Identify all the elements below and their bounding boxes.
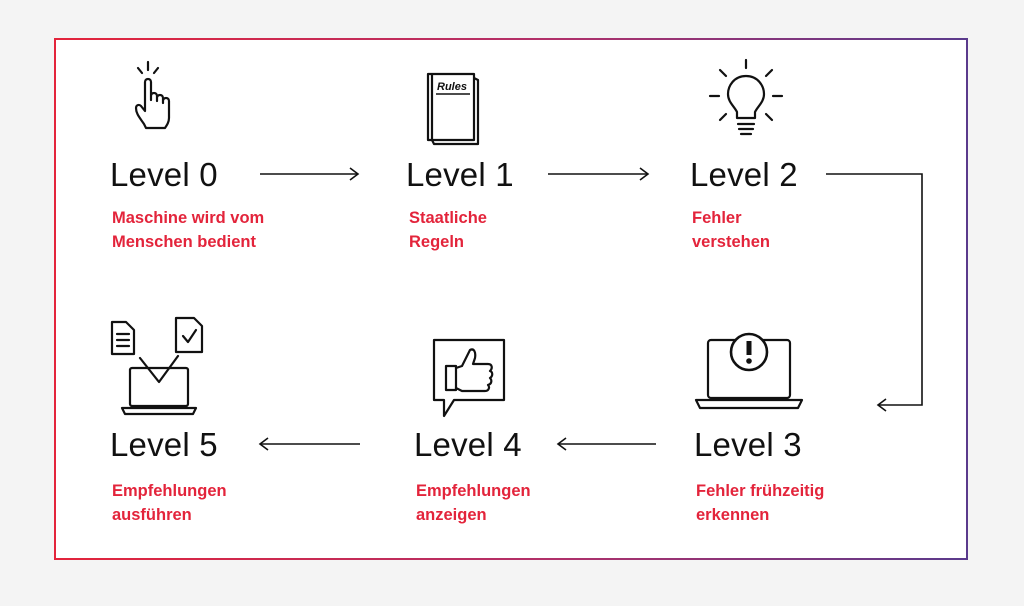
arrow-level3-to-level4 bbox=[556, 437, 656, 451]
level-2-description: Fehler verstehen bbox=[692, 206, 770, 254]
level-1-desc-line1: Staatliche bbox=[409, 209, 487, 227]
lightbulb-icon bbox=[708, 58, 784, 136]
level-0-desc-line1: Maschine wird vom bbox=[112, 209, 265, 227]
level-4-description: Empfehlungen anzeigen bbox=[416, 479, 531, 527]
laptop-documents-icon bbox=[110, 316, 204, 416]
level-4-desc-line2: anzeigen bbox=[416, 506, 487, 524]
rules-book-label: Rules bbox=[437, 81, 467, 93]
arrow-level1-to-level2 bbox=[548, 167, 650, 181]
level-5-desc-line1: Empfehlungen bbox=[112, 482, 227, 500]
level-0-description: Maschine wird vom Menschen bedient bbox=[112, 206, 264, 254]
level-1-label: Level 1 bbox=[406, 156, 514, 193]
thumbs-up-bubble-icon bbox=[432, 338, 506, 418]
level-4-desc-line1: Empfehlungen bbox=[416, 482, 531, 500]
diagram-frame bbox=[54, 38, 968, 560]
level-1-desc-line2: Regeln bbox=[409, 233, 465, 251]
arrow-level0-to-level1 bbox=[260, 167, 360, 181]
laptop-warning-icon bbox=[694, 332, 804, 410]
level-5-desc-line2: ausführen bbox=[112, 506, 192, 524]
arrow-level2-to-level3 bbox=[826, 173, 923, 412]
diagram-canvas bbox=[56, 40, 966, 558]
level-2-desc-line1: Fehler bbox=[692, 209, 742, 227]
level-5-description: Empfehlungen ausführen bbox=[112, 479, 227, 527]
level-4-label: Level 4 bbox=[414, 426, 522, 463]
rules-book-icon: Rules bbox=[426, 72, 480, 146]
level-3-desc-line1: Fehler frühzeitig bbox=[696, 482, 825, 500]
level-1-description: Staatliche Regeln bbox=[409, 206, 487, 254]
level-3-label: Level 3 bbox=[694, 426, 802, 463]
level-3-description: Fehler frühzeitig erkennen bbox=[696, 479, 824, 527]
level-3-desc-line2: erkennen bbox=[696, 506, 770, 524]
level-2-label: Level 2 bbox=[690, 156, 798, 193]
arrow-level4-to-level5 bbox=[258, 437, 360, 451]
level-2-desc-line2: verstehen bbox=[692, 233, 770, 251]
level-5-label: Level 5 bbox=[110, 426, 218, 463]
level-0-label: Level 0 bbox=[110, 156, 218, 193]
level-0-desc-line2: Menschen bedient bbox=[112, 233, 256, 251]
pointing-hand-icon bbox=[134, 60, 171, 130]
